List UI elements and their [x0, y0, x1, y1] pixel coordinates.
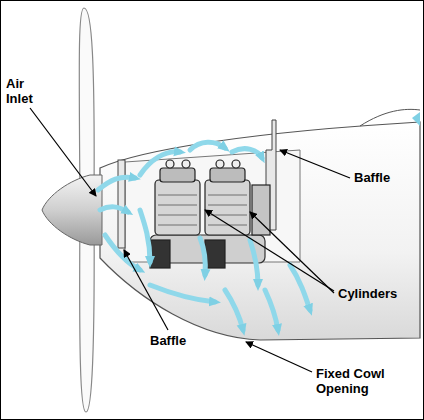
part-label: Baffle — [150, 333, 210, 348]
part-label: Fixed Cowl Opening — [316, 366, 412, 396]
part-label: Cylinders — [338, 286, 418, 301]
part-label: Air Inlet — [6, 76, 46, 106]
part-label: Baffle — [354, 170, 414, 185]
